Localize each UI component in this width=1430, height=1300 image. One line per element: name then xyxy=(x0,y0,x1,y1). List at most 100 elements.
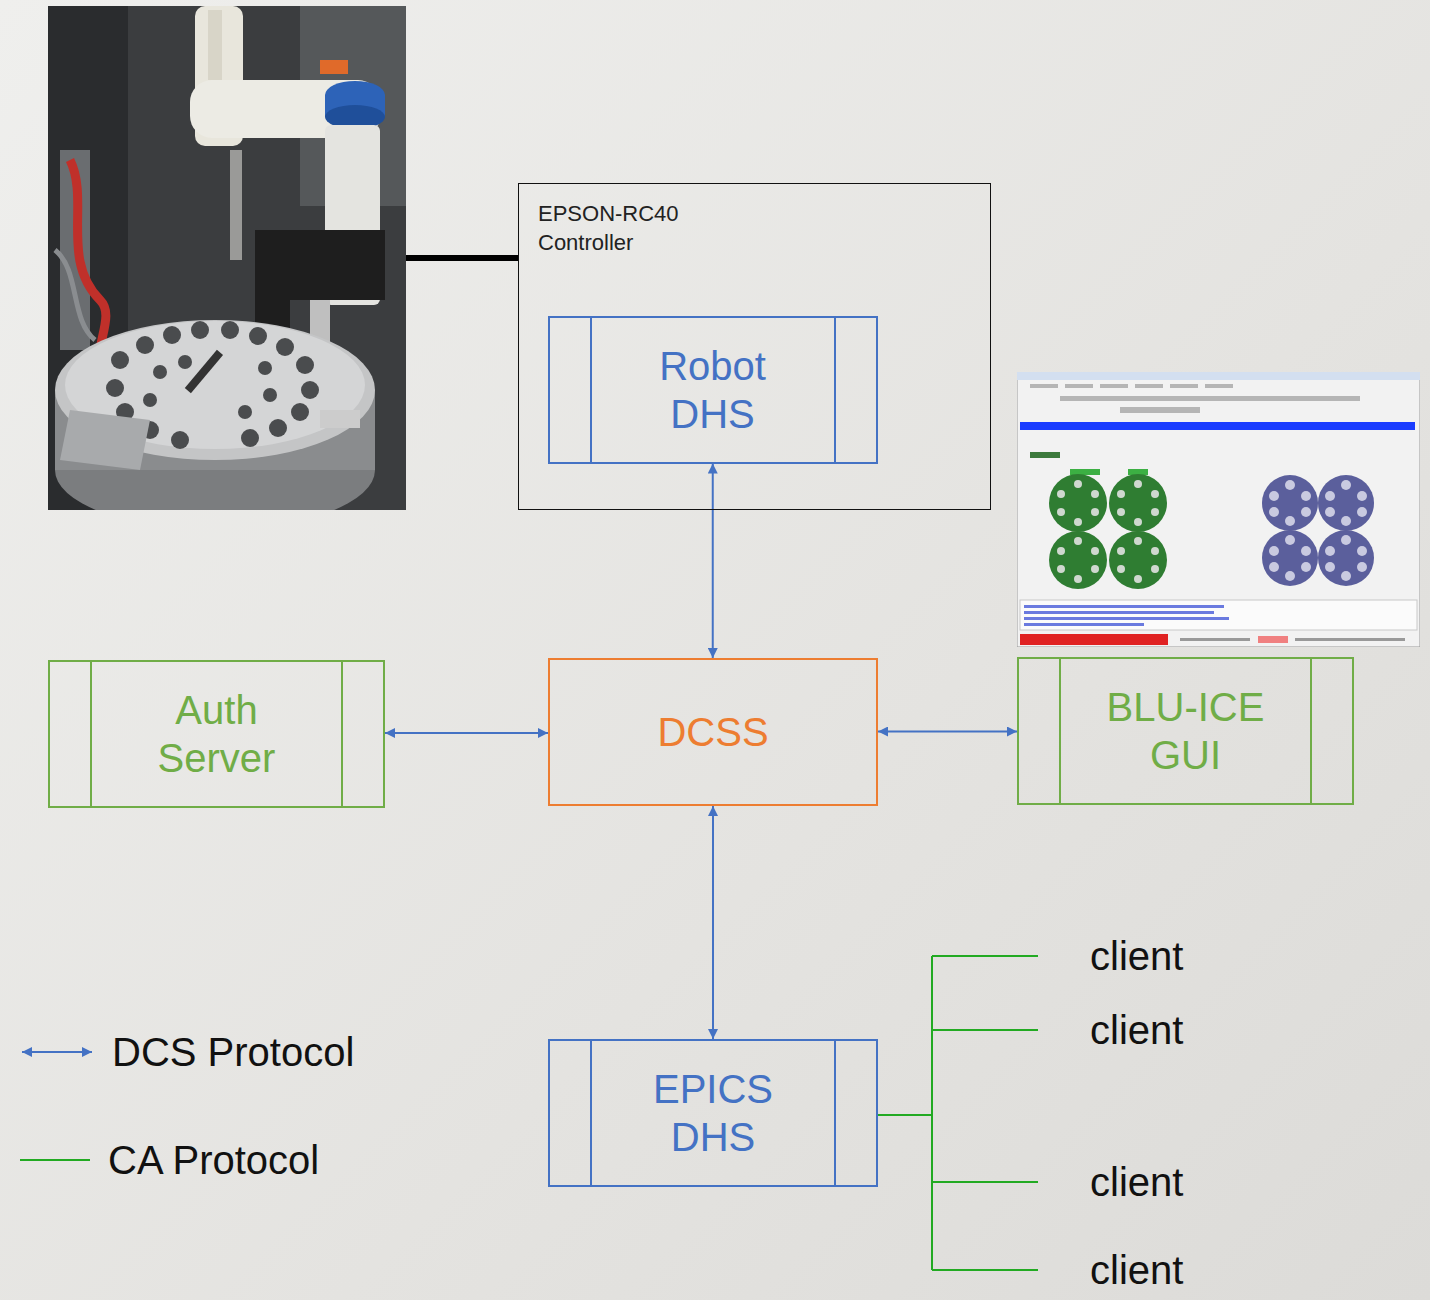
puck-holes xyxy=(258,361,272,375)
gui-toolbar xyxy=(1030,384,1360,413)
dcs-connector xyxy=(878,731,1017,733)
box-label: EPICS DHS xyxy=(638,1065,788,1161)
puck-holes xyxy=(269,419,287,437)
gui-pins xyxy=(1091,490,1099,498)
dcs-connector xyxy=(385,732,548,734)
gui-toolbar xyxy=(1205,384,1233,388)
gui-pins-grey xyxy=(1269,491,1279,501)
legend-text: CA Protocol xyxy=(108,1136,319,1184)
gui-screenshot xyxy=(1017,372,1420,647)
gui-cassettes xyxy=(1049,474,1107,532)
gui-pins-grey xyxy=(1341,516,1351,526)
box-side-bar xyxy=(834,1041,836,1185)
ca-wires xyxy=(932,1029,1038,1031)
gui-pins xyxy=(1091,508,1099,516)
robot-photo xyxy=(48,6,406,510)
text-wrap: Robot DHS xyxy=(550,318,876,462)
text-wrap: Auth Server xyxy=(50,662,383,806)
box-side-bar xyxy=(90,662,92,806)
gui-log-lines xyxy=(1024,611,1214,614)
controller-box: EPSON-RC40 ControllerRobot DHS xyxy=(518,183,991,510)
gui-pins-grey xyxy=(1285,535,1295,545)
puck-holes xyxy=(291,403,309,421)
process-box: Auth Server xyxy=(48,660,385,808)
box-side-bar xyxy=(834,318,836,462)
text-wrap: BLU-ICE GUI xyxy=(1019,659,1352,803)
gui-pins xyxy=(1091,565,1099,573)
robot-photo xyxy=(60,410,150,470)
dcs-connector xyxy=(712,464,714,659)
gui-pins xyxy=(1134,537,1142,545)
gui-pins-grey xyxy=(1301,562,1311,572)
gui-pins-grey xyxy=(1357,562,1367,572)
gui-screenshot xyxy=(1180,638,1250,641)
puck-holes xyxy=(143,393,157,407)
gui-cassettes xyxy=(1109,474,1167,532)
puck-holes xyxy=(301,381,319,399)
robot-photo xyxy=(230,150,242,260)
gui-pins-grey xyxy=(1341,571,1351,581)
puck-holes xyxy=(153,365,167,379)
box-label: Robot DHS xyxy=(638,342,788,438)
gui-pins xyxy=(1151,547,1159,555)
gui-pins-grey xyxy=(1285,516,1295,526)
gui-screenshot xyxy=(1030,452,1060,458)
ca-wires xyxy=(878,1114,932,1116)
puck-holes xyxy=(171,431,189,449)
gui-log-lines xyxy=(1024,617,1229,620)
puck-holes xyxy=(263,388,277,402)
gui-toolbar xyxy=(1100,384,1128,388)
robot-photo xyxy=(320,410,360,428)
gui-pins-grey xyxy=(1285,480,1295,490)
ca-wires xyxy=(878,956,1038,1270)
gui-pins xyxy=(1134,518,1142,526)
gui-pins-grey xyxy=(1325,491,1335,501)
gui-log-lines xyxy=(1024,605,1224,608)
gui-pins xyxy=(1057,547,1065,555)
gui-pins xyxy=(1151,565,1159,573)
gui-pins-grey xyxy=(1357,507,1367,517)
gui-log-lines xyxy=(1024,605,1229,626)
ca-wires xyxy=(932,955,1038,957)
gui-pins xyxy=(1057,508,1065,516)
gui-cassettes xyxy=(1318,475,1374,531)
robot-cable xyxy=(406,255,518,261)
gui-pins-grey xyxy=(1301,491,1311,501)
client-label: client xyxy=(1090,1158,1183,1206)
text-wrap: EPICS DHS xyxy=(550,1041,876,1185)
box-label: DCSS xyxy=(657,708,768,756)
gui-pins-grey xyxy=(1341,535,1351,545)
gui-pins xyxy=(1117,508,1125,516)
gui-toolbar xyxy=(1030,384,1058,388)
gui-toolbar xyxy=(1065,384,1093,388)
gui-screenshot xyxy=(1070,469,1100,475)
gui-cassettes xyxy=(1262,475,1318,531)
ca-wires xyxy=(931,956,933,1270)
gui-log-lines xyxy=(1024,623,1144,626)
client-label: client xyxy=(1090,1246,1183,1294)
robot-photo xyxy=(320,60,348,74)
gui-pins-grey xyxy=(1269,546,1279,556)
box-label: Auth Server xyxy=(142,686,292,782)
puck-holes xyxy=(221,321,239,339)
gui-screenshot xyxy=(1020,422,1415,430)
puck-holes xyxy=(163,326,181,344)
gui-toolbar xyxy=(1060,396,1360,401)
gui-pins xyxy=(1057,480,1159,583)
gui-pins xyxy=(1151,508,1159,516)
gui-pins xyxy=(1057,490,1065,498)
gui-toolbar xyxy=(1170,384,1198,388)
legend-text: DCS Protocol xyxy=(112,1028,354,1076)
gui-screenshot xyxy=(1017,372,1420,380)
controller-title: EPSON-RC40 Controller xyxy=(538,200,698,257)
gui-pins xyxy=(1117,565,1125,573)
gui-pins xyxy=(1074,518,1082,526)
robot-photo xyxy=(48,6,406,510)
gui-pins-grey xyxy=(1269,562,1279,572)
gui-screenshot xyxy=(1020,634,1168,645)
gui-cassettes xyxy=(1109,531,1167,589)
gui-pins-grey xyxy=(1269,507,1279,517)
legend-swatch xyxy=(20,1159,90,1161)
gui-pins-grey xyxy=(1325,562,1335,572)
